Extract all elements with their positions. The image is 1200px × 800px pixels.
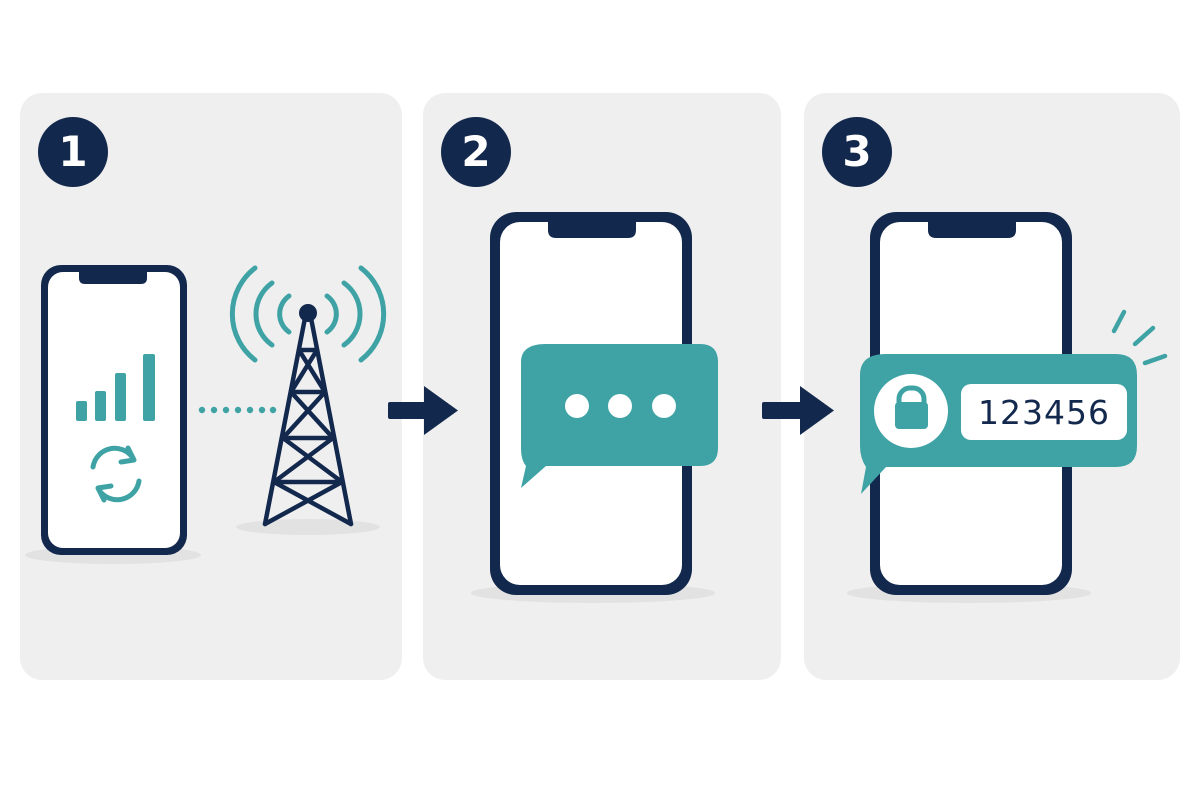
sync-icon xyxy=(90,445,142,503)
phone-icon xyxy=(25,265,201,564)
arrow-right-icon xyxy=(762,386,834,435)
notification-sparkle xyxy=(1111,309,1168,366)
step-number-badge: 2 xyxy=(441,117,511,187)
verification-code-bubble: 123456 xyxy=(860,354,1137,494)
typing-message-icon xyxy=(521,344,718,488)
lock-icon xyxy=(874,374,948,448)
code-box xyxy=(961,384,1127,440)
step-number-badge: 3 xyxy=(822,117,892,187)
arrow-right-icon xyxy=(388,386,458,435)
step-number-badge: 1 xyxy=(38,117,108,187)
signal-bars-icon xyxy=(76,354,155,421)
verification-code: 123456 xyxy=(978,393,1110,432)
cell-tower-icon xyxy=(229,265,387,535)
connection-dots xyxy=(198,406,277,414)
